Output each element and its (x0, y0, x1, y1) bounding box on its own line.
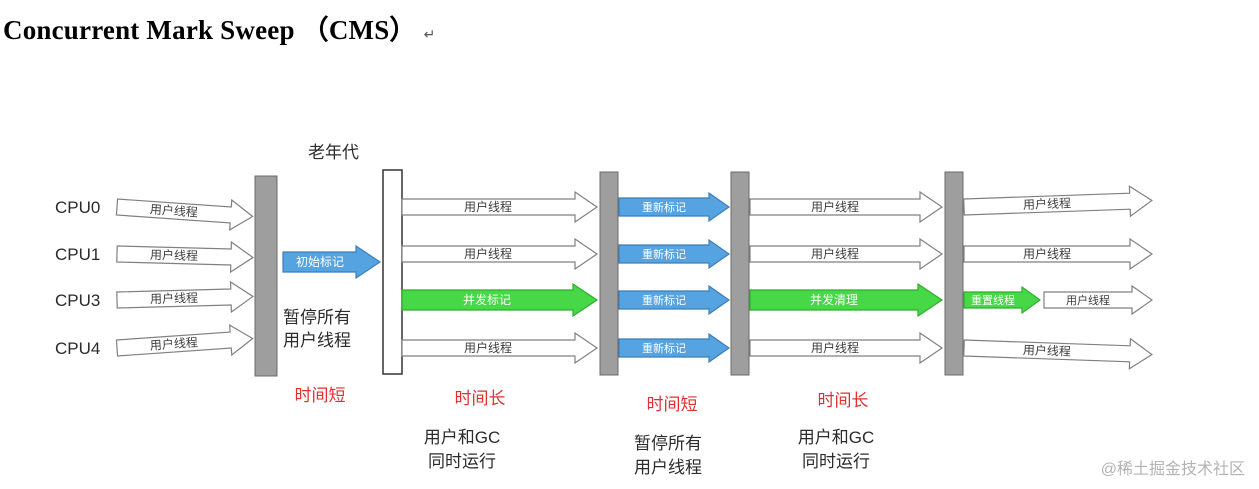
phase-note-line: 用户线程 (634, 458, 702, 477)
user-thread-arrow: 用户线程 (401, 190, 599, 224)
phase-time-labels: 时间短 时间长 时间短 时间长 (295, 386, 869, 414)
phase-note-line: 同时运行 (428, 452, 496, 471)
arrow-label: 并发标记 (463, 292, 511, 307)
arrow-label: 重新标记 (642, 200, 686, 214)
phase-time-label: 时间长 (455, 389, 506, 408)
cpu-label: CPU4 (55, 339, 100, 358)
user-thread-arrow: 用户线程 (115, 198, 254, 232)
paragraph-mark: ↵ (423, 26, 436, 42)
phase-time-label: 时间短 (647, 395, 698, 414)
arrow-label: 重新标记 (642, 293, 686, 307)
watermark: @稀土掘金技术社区 (1100, 461, 1245, 478)
phase-initial-mark: 初始标记 暂停所有 用户线程 (282, 244, 382, 350)
stw-bar-3 (730, 171, 750, 376)
phase-note-line: 暂停所有 (634, 434, 702, 453)
user-thread-arrow: 用户线程 (115, 323, 254, 357)
stw-bar-4 (944, 171, 964, 376)
arrow-label: 用户线程 (149, 201, 198, 219)
phase-time-label: 时间短 (295, 386, 346, 405)
user-thread-arrow: 用户线程 (1043, 284, 1154, 316)
remark-arrow: 重新标记 (618, 332, 731, 364)
phase-remark: 重新标记 重新标记 重新标记 重新标记 (618, 191, 731, 364)
arrow-label: 用户线程 (1023, 195, 1072, 212)
concurrent-mark-arrow: 并发标记 (401, 282, 599, 318)
arrow-label: 并发清理 (810, 292, 858, 307)
phase-concurrent-sweep: 用户线程 用户线程 并发清理 用户线程 (749, 190, 944, 365)
stw-bar-1 (254, 175, 278, 377)
arrow-label: 用户线程 (150, 290, 198, 306)
user-thread-arrow: 用户线程 (401, 237, 599, 271)
arrow-label: 用户线程 (1023, 342, 1072, 359)
arrow-label: 用户线程 (811, 199, 859, 214)
arrow-label: 重新标记 (642, 247, 686, 261)
phase-concurrent-mark: 用户线程 用户线程 并发标记 用户线程 (401, 190, 599, 365)
arrow-label: 用户线程 (811, 246, 859, 261)
reset-thread-arrow: 重置线程 (963, 285, 1042, 315)
phase-note-line: 用户和GC (424, 428, 501, 447)
arrow-label: 用户线程 (464, 340, 512, 355)
phase-reset: 用户线程 用户线程 重置线程 用户线程 用户线程 (963, 185, 1154, 370)
concurrent-sweep-arrow: 并发清理 (749, 282, 944, 318)
user-thread-arrow: 用户线程 (963, 237, 1154, 271)
user-thread-arrow: 用户线程 (749, 237, 944, 271)
cpu-label: CPU1 (55, 245, 100, 264)
user-thread-arrow: 用户线程 (116, 280, 255, 314)
stw-bar-2 (599, 171, 619, 376)
initial-mark-arrow: 初始标记 (282, 244, 382, 280)
user-thread-arrow: 用户线程 (401, 331, 599, 365)
phase-initial-user-threads: 用户线程 用户线程 用户线程 用户线程 (115, 198, 255, 357)
remark-arrow: 重新标记 (618, 191, 731, 223)
pause-note-line1: 暂停所有 (283, 308, 351, 327)
arrow-label: 用户线程 (464, 199, 512, 214)
user-thread-arrow: 用户线程 (749, 331, 944, 365)
remark-arrow: 重新标记 (618, 238, 731, 270)
phase-notes: 用户和GC 同时运行 暂停所有 用户线程 用户和GC 同时运行 (424, 428, 875, 477)
user-thread-arrow: 用户线程 (963, 337, 1153, 370)
arrow-label: 用户线程 (1066, 293, 1110, 307)
user-thread-arrow: 用户线程 (749, 190, 944, 224)
title-row: Concurrent Mark Sweep （CMS） ↵ (3, 8, 435, 47)
cpu-labels: CPU0 CPU1 CPU3 CPU4 (55, 198, 100, 358)
phase-note-line: 同时运行 (802, 452, 870, 471)
arrow-label: 用户线程 (150, 247, 198, 263)
cpu-label: CPU3 (55, 291, 100, 310)
user-thread-arrow: 用户线程 (116, 240, 255, 274)
phase-note-line: 用户和GC (798, 428, 875, 447)
arrow-label: 重置线程 (971, 293, 1015, 307)
old-generation-bar (382, 169, 403, 375)
arrow-label: 重新标记 (642, 341, 686, 355)
page-title: Concurrent Mark Sweep （CMS） (3, 15, 417, 45)
user-thread-arrow: 用户线程 (963, 185, 1153, 218)
cpu-label: CPU0 (55, 198, 100, 217)
old-generation-label: 老年代 (308, 143, 359, 162)
arrow-label: 用户线程 (149, 334, 198, 352)
arrow-label: 用户线程 (811, 340, 859, 355)
phase-time-label: 时间长 (818, 391, 869, 410)
arrow-label: 用户线程 (1023, 246, 1071, 261)
remark-arrow: 重新标记 (618, 284, 731, 316)
arrow-label: 用户线程 (464, 246, 512, 261)
pause-note-line2: 用户线程 (283, 331, 351, 350)
arrow-label: 初始标记 (296, 255, 344, 269)
